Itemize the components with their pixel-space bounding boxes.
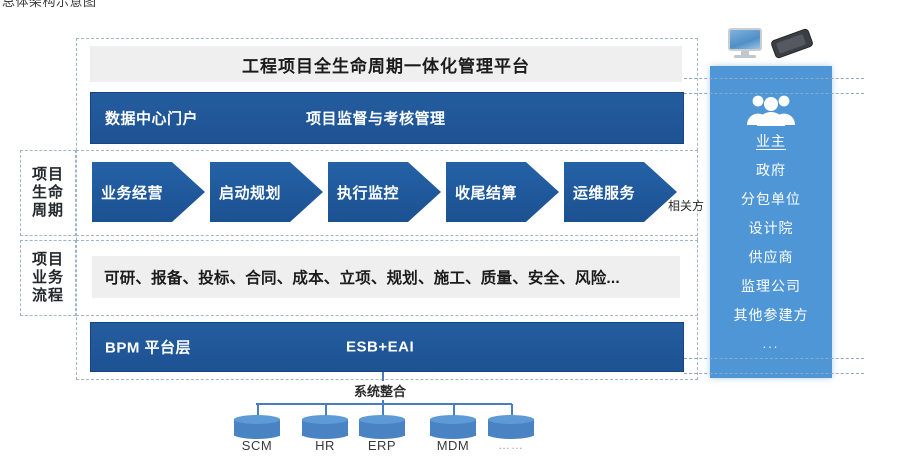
system-integration-label: 系统整合 [352, 381, 409, 400]
lifecycle-stage-2-label: 启动规划 [219, 184, 282, 202]
stakeholder-item-1[interactable]: 业主 [756, 133, 786, 149]
monitor-stand [741, 51, 749, 55]
db-4-top [430, 415, 476, 424]
integration-drop-3 [382, 404, 384, 416]
data-center-portal-band: 数据中心门户 项目监督与考核管理 [90, 92, 684, 144]
database-icon-5[interactable] [488, 415, 534, 439]
integration-bus-line [256, 403, 512, 405]
db-3-top [359, 415, 405, 424]
bpm-platform-band: BPM 平台层 ESB+EAI [90, 322, 684, 372]
diagram-caption: 总体架构示意图 [2, 0, 97, 9]
stakeholder-item-4[interactable]: 设计院 [748, 220, 794, 236]
business-process-strip: 可研、报备、投标、合同、成本、立项、规划、施工、质量、安全、风险... [92, 256, 680, 298]
database-label-4: MDM [436, 438, 470, 453]
stakeholder-item-more: ... [762, 336, 780, 351]
integration-drop-2 [325, 404, 327, 416]
smartphone-icon [769, 27, 815, 60]
people-group-icon [747, 95, 795, 126]
device-icons [728, 27, 815, 62]
stakeholder-item-5[interactable]: 供应商 [748, 249, 794, 265]
stakeholder-panel: 业主 政府 分包单位 设计院 供应商 监理公司 其他参建方 ... [710, 66, 832, 378]
lifecycle-stage-4-label: 收尾结算 [455, 184, 518, 202]
category-lifecycle: 项目生命周期 [20, 150, 76, 236]
bpm-platform-label: BPM 平台层 [105, 339, 192, 357]
project-supervision-label: 项目监督与考核管理 [306, 110, 446, 128]
esb-eai-label: ESB+EAI [346, 338, 415, 356]
db-1-top [234, 415, 280, 424]
lifecycle-stage-5-label: 运维服务 [573, 184, 636, 202]
integration-drop-1 [257, 404, 259, 416]
desktop-monitor-icon [728, 28, 762, 58]
guide-line-bottom-1 [684, 358, 864, 359]
stakeholder-item-6[interactable]: 监理公司 [741, 278, 801, 294]
guide-line-bottom-2 [684, 373, 864, 374]
stakeholder-item-7[interactable]: 其他参建方 [733, 307, 809, 323]
database-icon-3[interactable] [359, 415, 405, 439]
category-lifecycle-label: 项目生命周期 [31, 165, 64, 220]
platform-title-bar: 工程项目全生命周期一体化管理平台 [90, 46, 682, 82]
guide-line-top-1 [684, 78, 864, 79]
database-icon-2[interactable] [302, 415, 348, 439]
integration-drop-4 [453, 404, 455, 416]
db-5-top [488, 415, 534, 424]
stakeholder-item-2[interactable]: 政府 [756, 162, 786, 178]
database-icon-1[interactable] [234, 415, 280, 439]
guide-line-top-2 [684, 93, 864, 94]
stakeholder-list: 业主 政府 分包单位 设计院 供应商 监理公司 其他参建方 ... [710, 134, 832, 365]
database-icon-4[interactable] [430, 415, 476, 439]
platform-title: 工程项目全生命周期一体化管理平台 [242, 56, 530, 76]
category-process: 项目业务流程 [20, 240, 76, 316]
database-label-5: …… [498, 438, 524, 452]
stakeholder-item-3[interactable]: 分包单位 [741, 191, 801, 207]
lifecycle-stage-1-label: 业务经营 [101, 184, 164, 202]
stakeholder-tag-label: 相关方 [668, 199, 705, 213]
integration-drop-5 [511, 404, 513, 416]
database-label-1: SCM [241, 438, 273, 453]
category-process-label: 项目业务流程 [31, 250, 64, 305]
db-2-top [302, 415, 348, 424]
database-label-2: HR [315, 438, 335, 453]
data-center-portal-label: 数据中心门户 [105, 110, 199, 128]
business-process-label: 可研、报备、投标、合同、成本、立项、规划、施工、质量、安全、风险... [104, 270, 620, 287]
lifecycle-stage-3-label: 执行监控 [337, 184, 400, 202]
monitor-screen [728, 28, 762, 51]
database-label-3: ERP [367, 438, 397, 453]
monitor-base [734, 55, 756, 58]
